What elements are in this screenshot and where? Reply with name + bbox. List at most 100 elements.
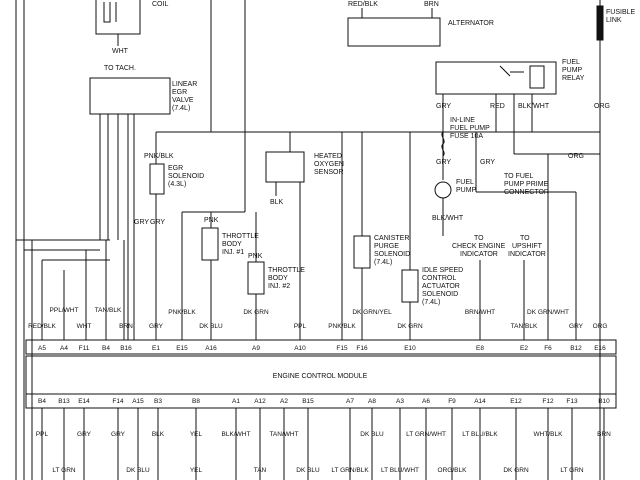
top-wire-2: WHT bbox=[77, 323, 92, 330]
egr-sol-1: EGR bbox=[168, 165, 183, 172]
fusible-1: FUSIBLE bbox=[606, 9, 636, 16]
top-wire-12: DK GRN bbox=[397, 323, 423, 330]
fuse-2: FUEL PUMP bbox=[450, 125, 490, 132]
egr-sol-3: (4.3L) bbox=[168, 181, 186, 188]
top-wire-0: RED/BLK bbox=[28, 323, 56, 330]
top-wire-15: DK GRN/WHT bbox=[527, 309, 569, 316]
thr2-1: THROTTLE bbox=[268, 267, 305, 274]
bottom-pin-A8: A8 bbox=[368, 398, 376, 405]
bottom-wire-7: DK BLU bbox=[360, 431, 384, 438]
ce-2: CHECK ENGINE bbox=[452, 243, 506, 250]
o2-3: SENSOR bbox=[314, 169, 344, 176]
lower-wire-8: DK GRN bbox=[503, 467, 529, 474]
ecm-title: ENGINE CONTROL MODULE bbox=[273, 373, 368, 380]
relay-wire-blkwht: BLK/WHT bbox=[518, 103, 550, 110]
lower-wire-9: LT GRN bbox=[560, 467, 584, 474]
fp-wire: BLK/WHT bbox=[432, 215, 464, 222]
egr-wire: PNK/BLK bbox=[144, 153, 174, 160]
bottom-pin-A14: A14 bbox=[474, 398, 486, 405]
bottom-pin-A7: A7 bbox=[346, 398, 354, 405]
top-pin-A4: A4 bbox=[60, 345, 68, 352]
top-wire-6: PNK/BLK bbox=[168, 309, 196, 316]
idle-3: ACTUATOR bbox=[422, 283, 460, 290]
lower-wire-0: LT GRN bbox=[52, 467, 76, 474]
can-1: CANISTER bbox=[374, 235, 409, 242]
bottom-pin-B15: B15 bbox=[302, 398, 314, 405]
egr-3: VALVE bbox=[172, 97, 194, 104]
ecm-bottom-connector bbox=[26, 394, 616, 408]
prime-2: PUMP PRIME bbox=[504, 181, 549, 188]
relay-2: PUMP bbox=[562, 67, 583, 74]
bottom-pin-B3: B3 bbox=[154, 398, 162, 405]
o2-1: HEATED bbox=[314, 153, 342, 160]
top-pin-A10: A10 bbox=[294, 345, 306, 352]
lower-wire-6: LT BLU/WHT bbox=[381, 467, 419, 474]
gry-b: GRY bbox=[150, 219, 165, 226]
up-1: TO bbox=[520, 235, 530, 242]
top-pin-F6: F6 bbox=[544, 345, 552, 352]
alt-wire-2: BRN bbox=[424, 1, 439, 8]
fuse-3: FUSE 10A bbox=[450, 133, 483, 140]
top-wire-3: TAN/BLK bbox=[95, 307, 122, 314]
bottom-wire-9: LT BLU/BLK bbox=[462, 431, 498, 438]
coil-winding bbox=[104, 2, 116, 22]
to-tach-label: TO TACH. bbox=[104, 65, 136, 72]
thr1-1: THROTTLE bbox=[222, 233, 259, 240]
lower-wire-3: TAN bbox=[254, 467, 267, 474]
idle-speed-box bbox=[402, 270, 418, 302]
fuel-pump-relay-box bbox=[436, 62, 556, 94]
lower-wire-7: ORG/BLK bbox=[438, 467, 468, 474]
fp-org: ORG bbox=[568, 153, 584, 160]
top-wire-8: DK GRN bbox=[243, 309, 269, 316]
bottom-pin-F13: F13 bbox=[566, 398, 578, 405]
top-wire-14: TAN/BLK bbox=[511, 323, 538, 330]
bottom-pin-A12: A12 bbox=[254, 398, 266, 405]
top-wire-7: DK BLU bbox=[199, 323, 223, 330]
gry-a: GRY bbox=[134, 219, 149, 226]
top-pin-F15: F15 bbox=[336, 345, 348, 352]
egr-4: (7.4L) bbox=[172, 105, 190, 112]
bottom-pin-B8: B8 bbox=[192, 398, 200, 405]
throttle-injector-1-box bbox=[202, 228, 218, 260]
top-pin-F16: F16 bbox=[356, 345, 368, 352]
ecm-top-connector bbox=[26, 340, 616, 354]
top-pin-E1: E1 bbox=[152, 345, 160, 352]
linear-egr-box bbox=[90, 78, 170, 114]
idle-1: IDLE SPEED bbox=[422, 267, 463, 274]
bottom-wire-8: LT GRN/WHT bbox=[406, 431, 446, 438]
bottom-pin-A2: A2 bbox=[280, 398, 288, 405]
o2-wire: BLK bbox=[270, 199, 284, 206]
thr2-2: BODY bbox=[268, 275, 288, 282]
top-pin-A9: A9 bbox=[252, 345, 260, 352]
idle-5: (7.4L) bbox=[422, 299, 440, 306]
lower-wire-4: DK BLU bbox=[296, 467, 320, 474]
bottom-pin-B13: B13 bbox=[58, 398, 70, 405]
egr-1: LINEAR bbox=[172, 81, 197, 88]
relay-3: RELAY bbox=[562, 75, 585, 82]
fp-gry-2: GRY bbox=[480, 159, 495, 166]
top-pin-E10: E10 bbox=[404, 345, 416, 352]
top-pin-A5: A5 bbox=[38, 345, 46, 352]
canister-solenoid-box bbox=[354, 236, 370, 268]
top-pin-E15: E15 bbox=[176, 345, 188, 352]
bottom-pin-F14: F14 bbox=[112, 398, 124, 405]
bottom-pin-B10: B10 bbox=[598, 398, 610, 405]
bottom-pin-F12: F12 bbox=[542, 398, 554, 405]
idle-2: CONTROL bbox=[422, 275, 456, 282]
fp-2: PUMP bbox=[456, 187, 477, 194]
egr-sol-2: SOLENOID bbox=[168, 173, 204, 180]
prime-3: CONNECTOR bbox=[504, 189, 549, 196]
alternator-box bbox=[348, 18, 440, 46]
relay-wire-gry: GRY bbox=[436, 103, 451, 110]
bottom-pin-F9: F9 bbox=[448, 398, 456, 405]
bottom-wire-6: TAN/WHT bbox=[269, 431, 298, 438]
bottom-pin-B4: B4 bbox=[38, 398, 46, 405]
fp-1: FUEL bbox=[456, 179, 474, 186]
oxygen-sensor-box bbox=[266, 152, 304, 182]
